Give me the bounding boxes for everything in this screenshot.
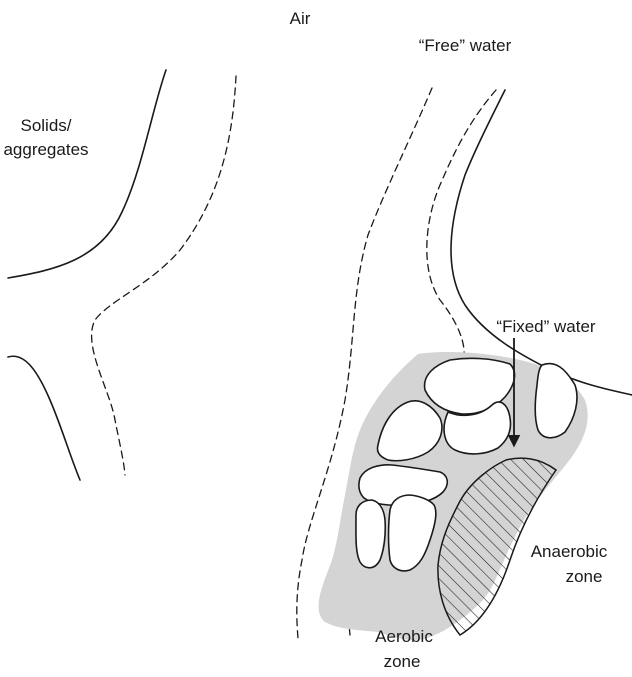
label-anaerobic-line1: Anaerobic <box>531 542 608 561</box>
left-aggregate-upper-boundary <box>8 70 166 278</box>
label-anaerobic-line2: zone <box>566 567 603 586</box>
left-aggregate-lower-boundary <box>8 356 80 480</box>
label-solids-line2: aggregates <box>3 140 88 159</box>
particle-bottom-left <box>356 500 385 568</box>
label-aerobic-line2: zone <box>384 652 421 671</box>
label-solids-line1: Solids/ <box>20 116 71 135</box>
label-air: Air <box>290 9 311 28</box>
label-free-water: “Free” water <box>419 36 512 55</box>
left-water-film-boundary <box>92 76 236 475</box>
label-aerobic-line1: Aerobic <box>375 627 433 646</box>
right-aggregate-boundary <box>451 90 632 395</box>
label-fixed-water: “Fixed” water <box>496 317 596 336</box>
